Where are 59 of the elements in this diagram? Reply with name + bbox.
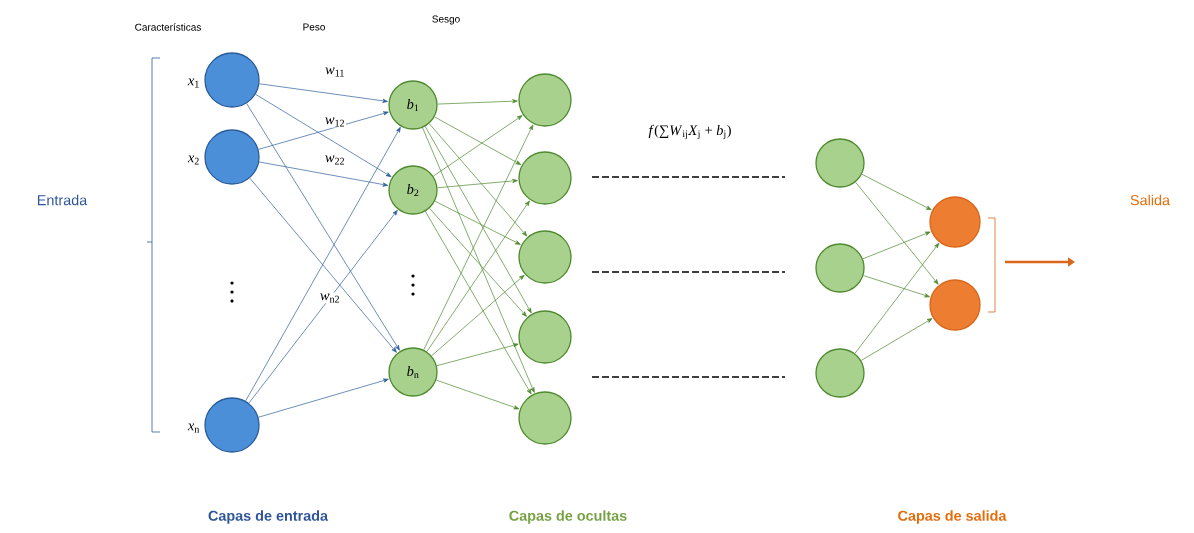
node-label: x$_{2}$ — [187, 155, 199, 165]
arrow — [255, 94, 392, 177]
arrow — [437, 178, 518, 189]
edge-label: w$_{22}$ — [323, 154, 347, 166]
layer-title: Capas de ocultas — [509, 510, 627, 524]
arrow — [249, 177, 397, 353]
neuron-circle — [518, 310, 572, 364]
neuron-circle — [518, 73, 572, 127]
neuron-circle — [929, 196, 981, 248]
neuron-circle — [815, 243, 865, 293]
neuron-circle — [815, 348, 865, 398]
edge-label: w$_{12}$ — [323, 116, 347, 128]
header-label: Sesgo — [432, 15, 460, 25]
arrow — [854, 242, 940, 354]
node-label: x$_{n}$ — [187, 423, 200, 433]
arrow — [862, 231, 931, 260]
layer-title: Capas de salida — [898, 510, 1007, 524]
neuron-circle — [815, 138, 865, 188]
header-label: Características — [135, 23, 201, 31]
arrow — [429, 208, 527, 317]
arrow — [863, 275, 930, 298]
arrow — [437, 99, 518, 105]
arrow — [246, 103, 400, 351]
arrow — [258, 378, 389, 418]
arrow — [248, 210, 398, 404]
neuron-circle — [929, 279, 981, 331]
arrow — [245, 127, 401, 402]
arrow — [436, 343, 519, 367]
arrow — [422, 127, 535, 393]
arrow — [258, 111, 389, 150]
arrow — [860, 318, 933, 361]
arrow — [861, 173, 932, 211]
neuron-circle — [204, 397, 260, 453]
edge-label: w$_{n2}$ — [318, 292, 342, 304]
arrow — [428, 123, 528, 237]
arrow — [425, 211, 532, 395]
arrow — [431, 274, 525, 357]
neuron-circle — [518, 391, 572, 445]
neuron-circle — [204, 52, 260, 108]
arrow — [433, 115, 523, 177]
arrow — [258, 161, 389, 187]
arrow — [423, 124, 534, 351]
output-label: Salida — [1130, 194, 1170, 206]
arrow — [435, 379, 520, 410]
neuron-circle — [204, 129, 260, 185]
arrow — [855, 181, 939, 285]
arrow — [259, 83, 388, 103]
arrow — [434, 200, 521, 245]
input-label: Entrada — [37, 194, 88, 206]
layer-title: Capas de entrada — [208, 510, 329, 524]
node-label: x$_{1}$ — [187, 78, 199, 88]
header-label: Peso — [303, 23, 325, 31]
arrow — [424, 126, 532, 314]
neuron-circle — [518, 230, 572, 284]
formula-label: f(∑W$_{ij}$X$_{j}$ + b$_{j}$) — [648, 124, 731, 140]
neuron-circle — [518, 151, 572, 205]
edge-label: w$_{11}$ — [324, 66, 346, 78]
arrow — [426, 200, 530, 352]
arrow — [434, 116, 522, 165]
